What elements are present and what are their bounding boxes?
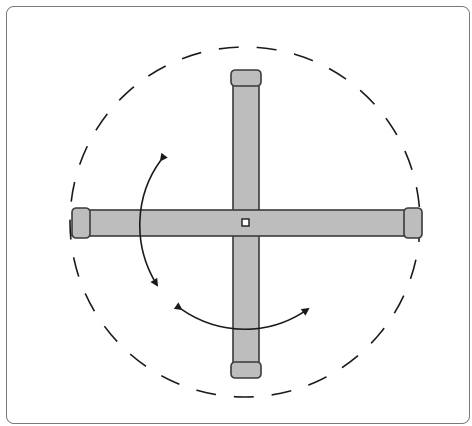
center-marker bbox=[241, 218, 250, 227]
bottom-rotation-arrow bbox=[173, 302, 310, 330]
horizontal-bar-left-cap bbox=[71, 207, 91, 239]
vertical-bar-bottom-cap bbox=[230, 361, 262, 379]
vertical-bar-top-cap bbox=[230, 69, 262, 87]
horizontal-bar-right-cap bbox=[403, 207, 423, 239]
left-rotation-arrow bbox=[139, 152, 168, 287]
